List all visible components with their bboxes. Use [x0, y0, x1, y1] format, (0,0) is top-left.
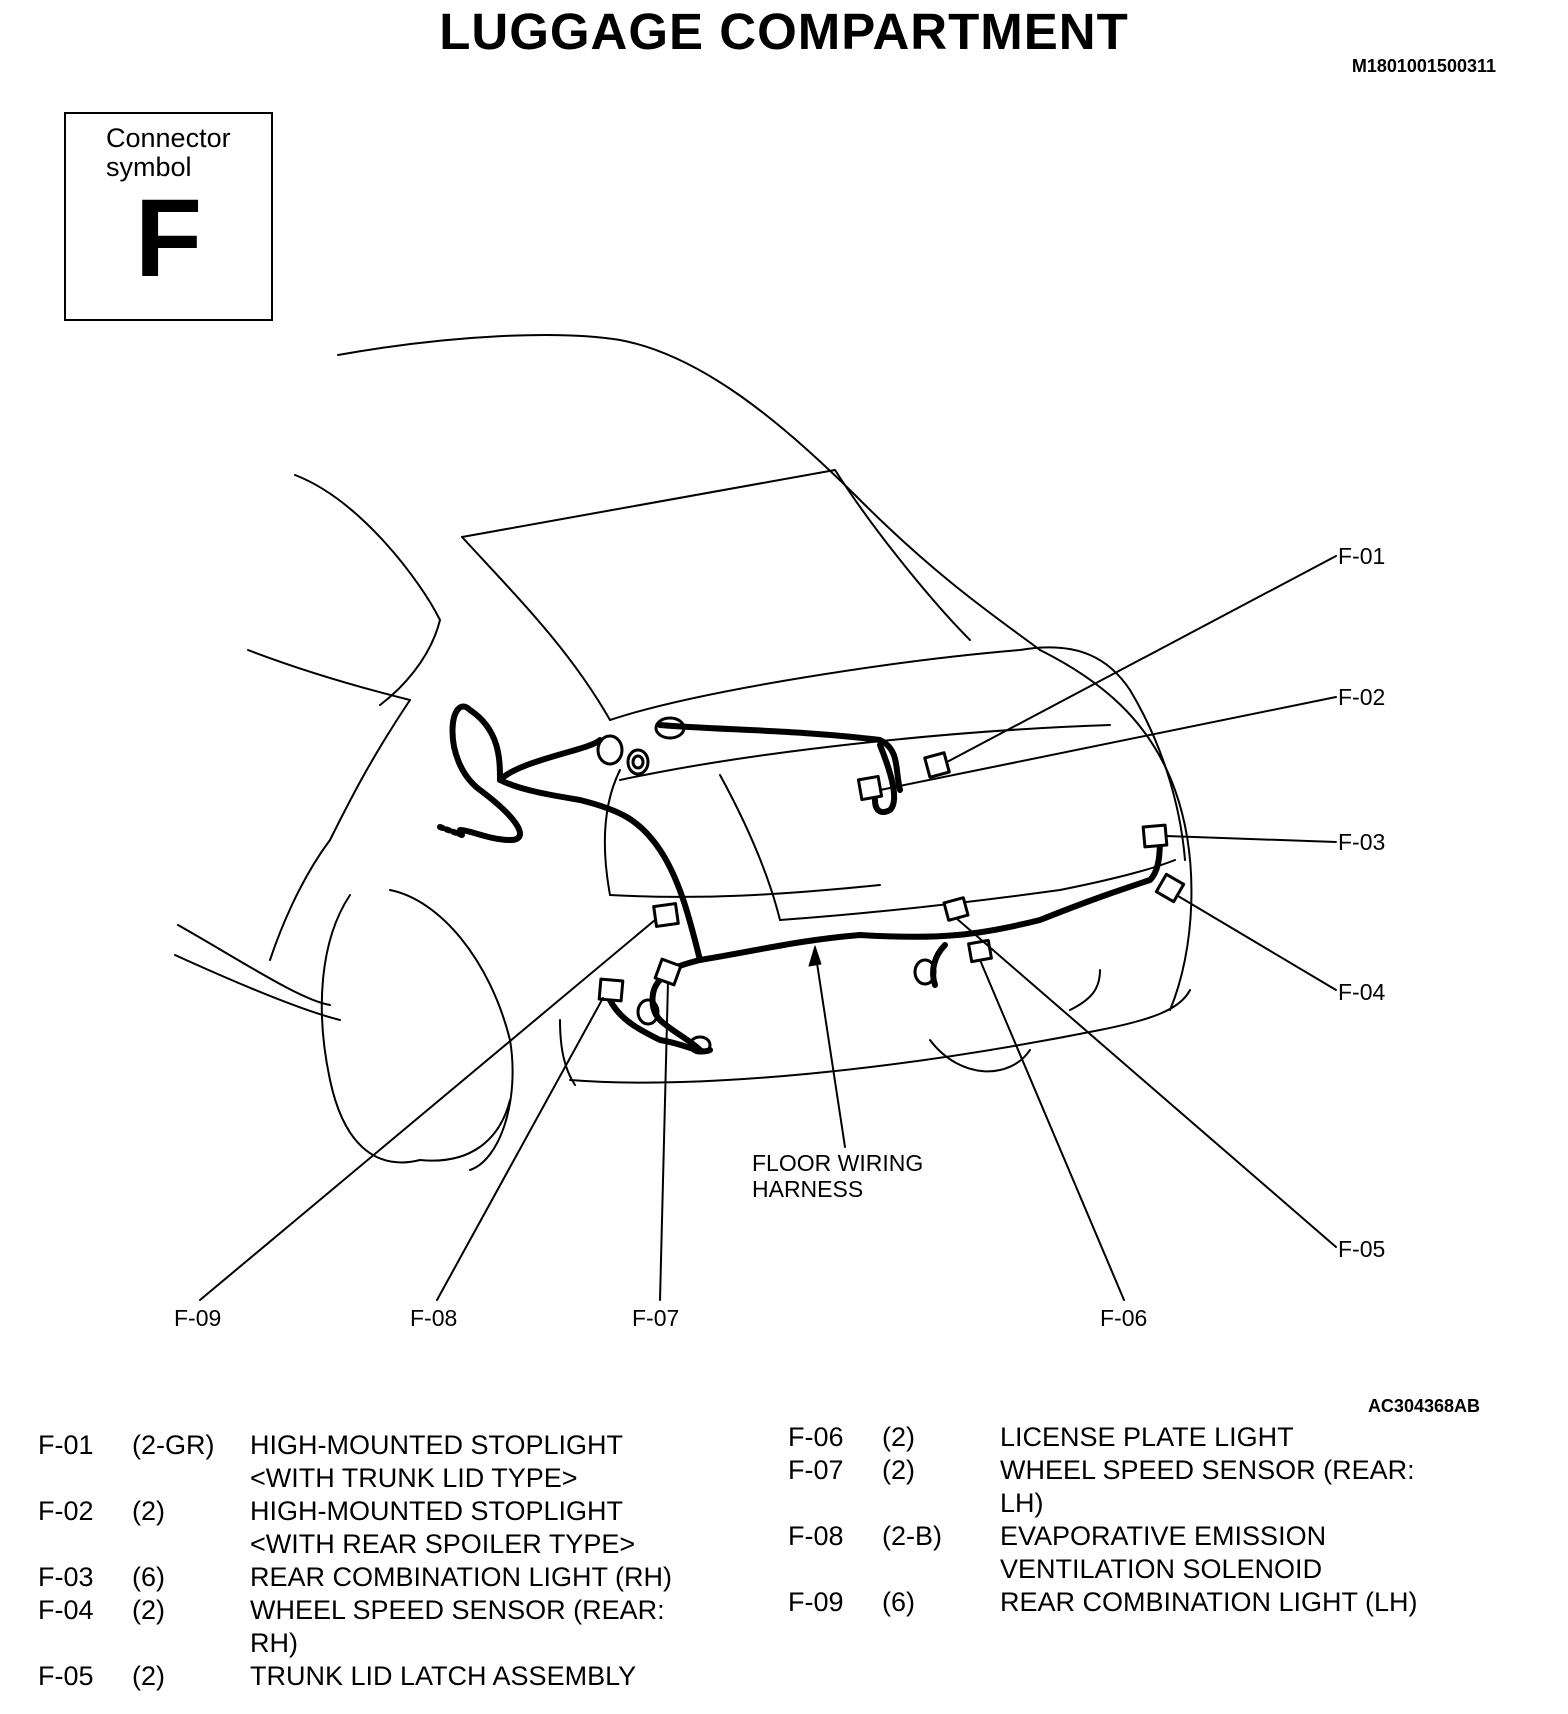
connector-f02 — [856, 774, 884, 802]
legend-code: F-06 — [788, 1422, 844, 1452]
connector-symbol-letter: F — [134, 177, 203, 300]
connector-f05 — [942, 896, 970, 922]
legend-code: F-02 — [38, 1496, 94, 1526]
callout-f02: F-02 — [1338, 684, 1386, 710]
connector-legend-right: F-06 (2) LICENSE PLATE LIGHT F-07 (2) WH… — [788, 1421, 1440, 1619]
legend-row: F-07 (2) WHEEL SPEED SENSOR (REAR: LH) — [788, 1454, 1440, 1520]
callout-f08: F-08 — [410, 1305, 458, 1331]
legend-code: F-05 — [38, 1661, 94, 1691]
connector-f01 — [923, 751, 951, 779]
callout-f07: F-07 — [632, 1305, 680, 1331]
legend-code: F-04 — [38, 1595, 94, 1625]
leader-lines — [199, 555, 1337, 1301]
legend-description: WHEEL SPEED SENSOR (REAR: LH) — [1000, 1454, 1440, 1520]
legend-spec: (2-GR) — [132, 1430, 215, 1460]
legend-description: EVAPORATIVE EMISSION VENTILATION SOLENOI… — [1000, 1520, 1440, 1586]
legend-spec: (2) — [882, 1422, 915, 1452]
page-title: LUGGAGE COMPARTMENT — [439, 3, 1129, 60]
legend-row: F-08 (2-B) EVAPORATIVE EMISSION VENTILAT… — [788, 1520, 1440, 1586]
callout-f03: F-03 — [1338, 829, 1386, 855]
floor-wiring-harness-label: FLOOR WIRING HARNESS — [752, 1150, 923, 1202]
document-id: M1801001500311 — [1351, 56, 1496, 76]
callout-f06: F-06 — [1100, 1305, 1148, 1331]
legend-spec: (2) — [132, 1661, 165, 1691]
connector-f09 — [652, 902, 680, 928]
legend-row: F-02 (2) HIGH-MOUNTED STOPLIGHT <WITH RE… — [38, 1495, 710, 1561]
figure-id: AC304368AB — [1367, 1396, 1480, 1416]
legend-row: F-09 (6) REAR COMBINATION LIGHT (LH) — [788, 1586, 1440, 1619]
harness-label-line1: FLOOR WIRING — [752, 1150, 924, 1176]
legend-description-line: WHEEL SPEED SENSOR (REAR: — [250, 1595, 665, 1625]
legend-code: F-09 — [788, 1587, 844, 1617]
legend-spec: (2) — [882, 1455, 915, 1485]
legend-description-line: <WITH TRUNK LID TYPE> — [250, 1463, 578, 1493]
legend-description: HIGH-MOUNTED STOPLIGHT <WITH TRUNK LID T… — [250, 1429, 710, 1495]
legend-description: REAR COMBINATION LIGHT (RH) — [250, 1561, 710, 1594]
connectors — [597, 751, 1186, 1003]
connector-f07 — [653, 957, 683, 987]
callout-f01: F-01 — [1338, 543, 1386, 569]
legend-description: REAR COMBINATION LIGHT (LH) — [1000, 1586, 1440, 1619]
legend-description-line: WHEEL SPEED SENSOR (REAR: — [1000, 1455, 1415, 1485]
legend-code: F-08 — [788, 1521, 844, 1551]
legend-description-line: VENTILATION SOLENOID — [1000, 1554, 1323, 1584]
legend-spec: (6) — [882, 1587, 915, 1617]
connector-f06 — [967, 938, 993, 964]
legend-code: F-01 — [38, 1430, 94, 1460]
callout-f09: F-09 — [174, 1305, 222, 1331]
legend-description: WHEEL SPEED SENSOR (REAR: RH) — [250, 1594, 710, 1660]
legend-description-line: LICENSE PLATE LIGHT — [1000, 1422, 1294, 1452]
legend-row: F-05 (2) TRUNK LID LATCH ASSEMBLY — [38, 1660, 710, 1693]
legend-description-line: <WITH REAR SPOILER TYPE> — [250, 1529, 636, 1559]
legend-spec: (2-B) — [882, 1521, 942, 1551]
legend-description-line: HIGH-MOUNTED STOPLIGHT — [250, 1430, 624, 1460]
legend-code: F-07 — [788, 1455, 844, 1485]
legend-description-line: LH) — [1000, 1488, 1044, 1518]
legend-row: F-06 (2) LICENSE PLATE LIGHT — [788, 1421, 1440, 1454]
floor-wiring-harness — [449, 703, 1163, 1055]
connector-legend-left: F-01 (2-GR) HIGH-MOUNTED STOPLIGHT <WITH… — [38, 1429, 710, 1693]
legend-spec: (2) — [132, 1496, 165, 1526]
legend-row: F-04 (2) WHEEL SPEED SENSOR (REAR: RH) — [38, 1594, 710, 1660]
legend-row: F-01 (2-GR) HIGH-MOUNTED STOPLIGHT <WITH… — [38, 1429, 710, 1495]
connector-f04 — [1154, 872, 1186, 904]
callout-f05: F-05 — [1338, 1236, 1386, 1262]
connector-f08 — [597, 977, 625, 1003]
legend-description-line: TRUNK LID LATCH ASSEMBLY — [250, 1661, 637, 1691]
legend-description: HIGH-MOUNTED STOPLIGHT <WITH REAR SPOILE… — [250, 1495, 710, 1561]
legend-description-line: HIGH-MOUNTED STOPLIGHT — [250, 1496, 624, 1526]
harness-label-line2: HARNESS — [752, 1176, 864, 1202]
connector-symbol-box: Connector symbol F — [64, 112, 273, 321]
legend-description: LICENSE PLATE LIGHT — [1000, 1421, 1440, 1454]
legend-description-line: REAR COMBINATION LIGHT (RH) — [250, 1562, 673, 1592]
harness-arrowhead — [808, 945, 822, 967]
connector-symbol-caption-line1: Connector — [106, 123, 231, 153]
legend-description: TRUNK LID LATCH ASSEMBLY — [250, 1660, 710, 1693]
legend-description-line: REAR COMBINATION LIGHT (LH) — [1000, 1587, 1418, 1617]
connector-symbol-caption: Connector symbol — [106, 124, 231, 182]
legend-spec: (6) — [132, 1562, 165, 1592]
connector-symbol-caption-line2: symbol — [106, 152, 192, 182]
legend-description-line: RH) — [250, 1628, 298, 1658]
callout-f04: F-04 — [1338, 979, 1386, 1005]
harness-dashed-end — [437, 824, 465, 838]
grommets — [596, 716, 937, 1055]
legend-row: F-03 (6) REAR COMBINATION LIGHT (RH) — [38, 1561, 710, 1594]
legend-description-line: EVAPORATIVE EMISSION — [1000, 1521, 1327, 1551]
legend-code: F-03 — [38, 1562, 94, 1592]
car-body-outline — [174, 334, 1193, 1171]
connector-f03 — [1141, 823, 1169, 849]
legend-spec: (2) — [132, 1595, 165, 1625]
